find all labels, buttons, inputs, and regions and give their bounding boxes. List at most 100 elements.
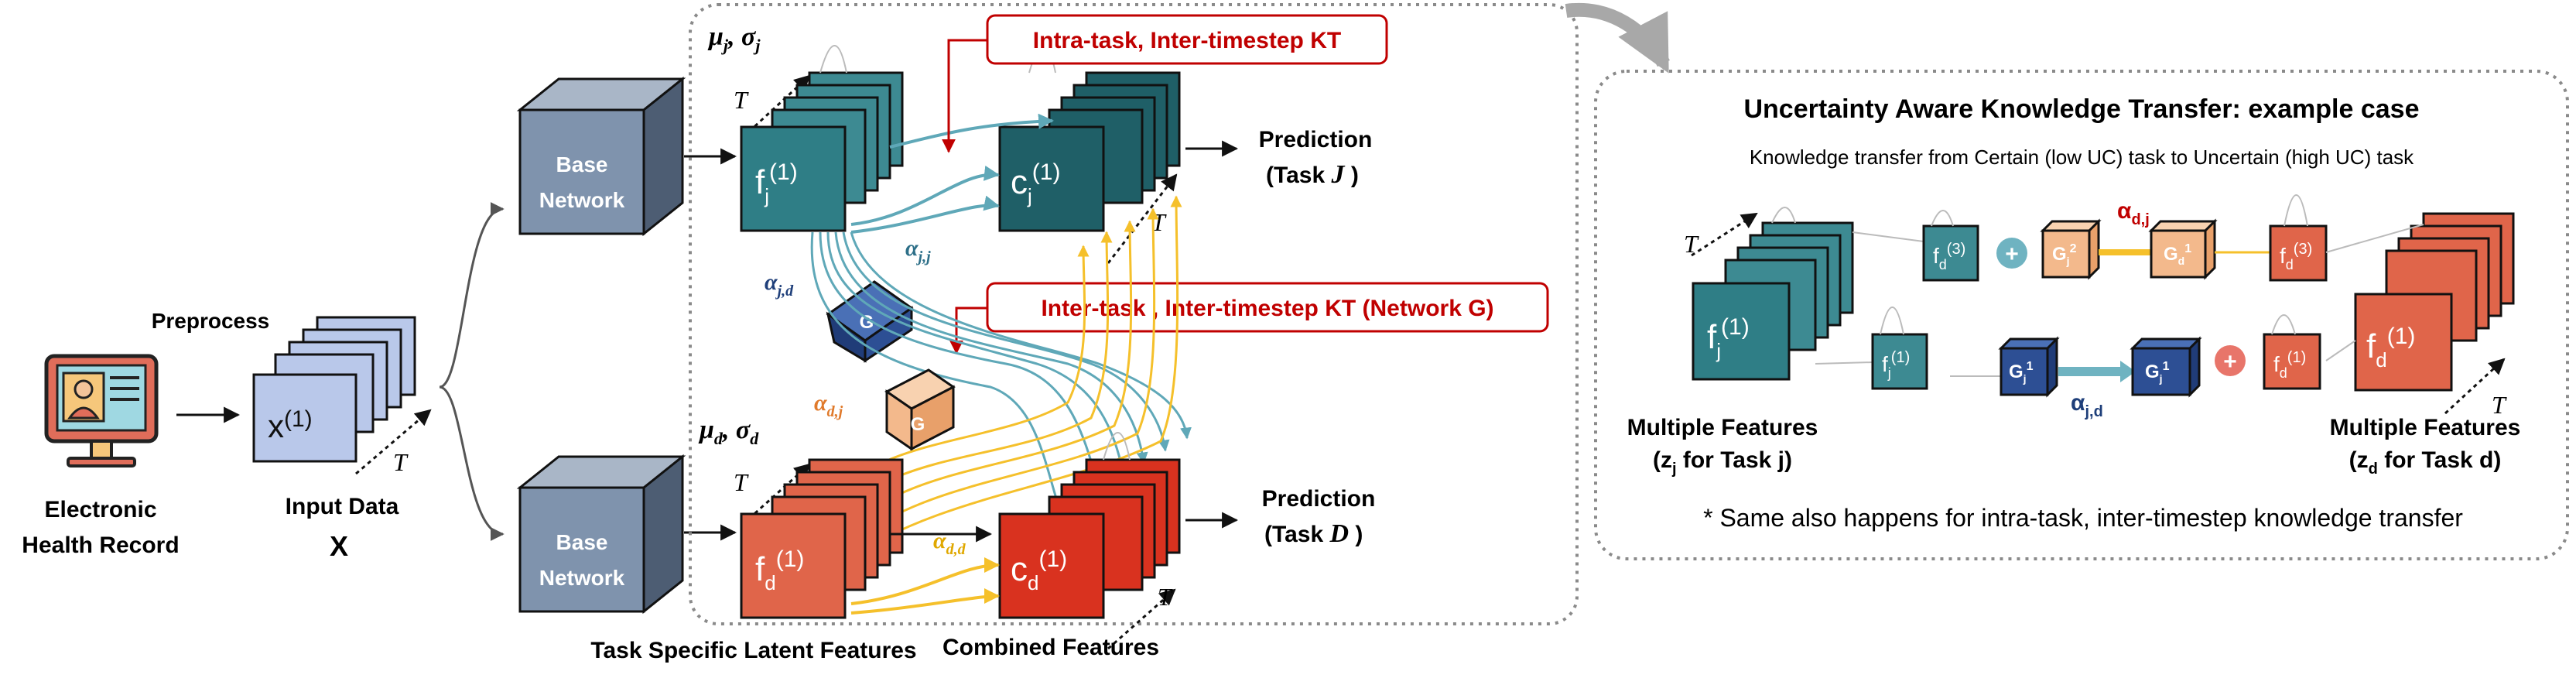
multi-left-2b: for Task j) xyxy=(1677,447,1792,473)
multi-right-2sub: d xyxy=(2369,461,2378,478)
gj2-sub: j xyxy=(2066,255,2070,267)
callout-intra-text: Intra-task, Inter-timestep KT xyxy=(1033,28,1341,53)
base-network-bottom: Base Network xyxy=(516,454,686,615)
fd3-small-sub: d xyxy=(1939,257,1947,272)
sigma-j-sub: j xyxy=(753,36,761,55)
mu-j: μ xyxy=(707,22,724,51)
svg-text:αd,d: αd,d xyxy=(933,528,966,558)
gj1a-main: G xyxy=(2009,361,2024,382)
base-bottom-2: Network xyxy=(539,566,625,590)
fd1-big-main: f xyxy=(2366,327,2376,365)
input-data-symbol: X xyxy=(330,530,348,562)
fj-main: f xyxy=(755,163,765,201)
input-data-label: Input Data xyxy=(286,494,399,519)
panel-gd1-cube: Gd1 xyxy=(2148,218,2218,280)
svg-text:fd(1): fd(1) xyxy=(755,546,804,594)
alpha-jd: α xyxy=(765,269,778,295)
sigma-d-sub: d xyxy=(750,429,759,448)
gd1-sup: 1 xyxy=(2184,242,2191,255)
cj-stack: cj(1) xyxy=(998,71,1181,232)
pred-j-close: ) xyxy=(1344,163,1358,188)
fd1-right-sup: (1) xyxy=(2287,349,2306,366)
fj1-small-main: f xyxy=(1882,352,1888,376)
ehr-label-2: Health Record xyxy=(22,533,179,558)
combined-label: Combined Features xyxy=(942,635,1159,660)
gj2-main: G xyxy=(2052,244,2067,265)
g-orange-cube: G xyxy=(884,368,956,451)
plus-bottom-text: + xyxy=(2223,349,2237,375)
panel-alpha-jd-sub: j,d xyxy=(2084,403,2102,420)
panel-fj1-small: fj(1) xyxy=(1871,333,1928,390)
svg-text:(zd for Task d): (zd for Task d) xyxy=(2349,447,2502,478)
fd1-big-sub: d xyxy=(2376,348,2386,372)
gj1b-sub: j xyxy=(2159,372,2163,385)
svg-text:(Task D ): (Task D ) xyxy=(1264,519,1363,548)
svg-text:cd(1): cd(1) xyxy=(1011,546,1067,594)
sigma-d: σ xyxy=(736,416,751,444)
panel-left-T: T xyxy=(1684,230,1699,258)
svg-text:fd(3): fd(3) xyxy=(2280,241,2312,272)
svg-text:(zj for Task j): (zj for Task j) xyxy=(1653,447,1792,478)
svg-text:Gj2: Gj2 xyxy=(2052,242,2077,267)
pred-d-task: D xyxy=(1329,519,1349,548)
fj-T: T xyxy=(734,86,749,114)
pred-d-2: (Task xyxy=(1264,522,1329,547)
panel-gj2-cube: Gj2 xyxy=(2040,218,2102,280)
svg-text:(Task J ): (Task J ) xyxy=(1266,160,1359,189)
svg-text:μj, σj: μj, σj xyxy=(707,22,761,55)
alpha-dj-sub: d,j xyxy=(827,403,843,420)
ehr-monitor-icon xyxy=(44,354,159,468)
fj1-small-sub: j xyxy=(1887,365,1891,381)
fd3-right-sub: d xyxy=(2286,257,2294,272)
fd3-small-sup: (3) xyxy=(1947,241,1965,258)
panel-right-T: T xyxy=(2492,391,2507,419)
pred-d-1: Prediction xyxy=(1262,486,1376,512)
panel-fj-main: f xyxy=(1707,318,1717,356)
panel-title: Uncertainty Aware Knowledge Transfer: ex… xyxy=(1743,94,2419,124)
svg-text:fd(3): fd(3) xyxy=(1933,241,1965,272)
cj-sup: (1) xyxy=(1032,159,1061,185)
input-T: T xyxy=(393,448,409,476)
fj-stack: fj(1) xyxy=(740,71,904,232)
panel-fd3-right: fd(3) xyxy=(2269,224,2328,282)
multi-left-2sub: j xyxy=(1671,461,1677,478)
mu-j-sub: j xyxy=(721,36,729,55)
plus-bottom xyxy=(2215,345,2246,376)
alpha-dd-sub: d,d xyxy=(946,541,966,558)
panel-fd3-small: fd(3) xyxy=(1922,224,1979,282)
svg-text:μd, σd: μd, σd xyxy=(698,416,759,448)
input-data-stack: x(1) xyxy=(252,316,416,463)
cd-T: T xyxy=(1158,583,1173,611)
ehr-label-1: Electronic xyxy=(44,497,156,522)
gj1a-sub: j xyxy=(2023,372,2027,385)
alpha-jj: α xyxy=(905,235,919,261)
fj1-small-sup: (1) xyxy=(1891,349,1910,366)
gd1-sub: d xyxy=(2178,255,2185,267)
fj-sup: (1) xyxy=(769,159,798,185)
alpha-dd: α xyxy=(933,528,946,553)
base-network-top: Base Network xyxy=(516,76,686,237)
panel-alpha-jd: α xyxy=(2071,390,2085,416)
pred-d-close: ) xyxy=(1349,522,1363,547)
input-cube-sup: (1) xyxy=(284,406,313,432)
cj-main: c xyxy=(1011,163,1028,201)
svg-text:αj,j: αj,j xyxy=(905,235,931,265)
panel-fd1-right: fd(1) xyxy=(2263,333,2321,390)
fd-T: T xyxy=(734,468,749,496)
svg-text:Gj1: Gj1 xyxy=(2009,360,2034,385)
alpha-dj: α xyxy=(814,390,827,416)
panel-alpha-dj-sub: d,j xyxy=(2131,211,2149,228)
panel-fj-stack: fj(1) xyxy=(1692,221,1854,381)
callout-inter-text: Inter-task , Inter-timestep KT (Network … xyxy=(1041,296,1493,321)
panel-gj1b-cube: Gj1 xyxy=(2130,336,2202,398)
svg-text:fj(1): fj(1) xyxy=(755,159,798,207)
gj1b-main: G xyxy=(2145,361,2160,382)
fd-main: f xyxy=(755,550,765,588)
svg-text:αj,d: αj,d xyxy=(765,269,794,300)
alpha-jd-sub: j,d xyxy=(775,283,795,300)
fd3-small-main: f xyxy=(1933,244,1939,268)
fd-sup: (1) xyxy=(776,546,805,572)
svg-text:Gj1: Gj1 xyxy=(2145,360,2170,385)
